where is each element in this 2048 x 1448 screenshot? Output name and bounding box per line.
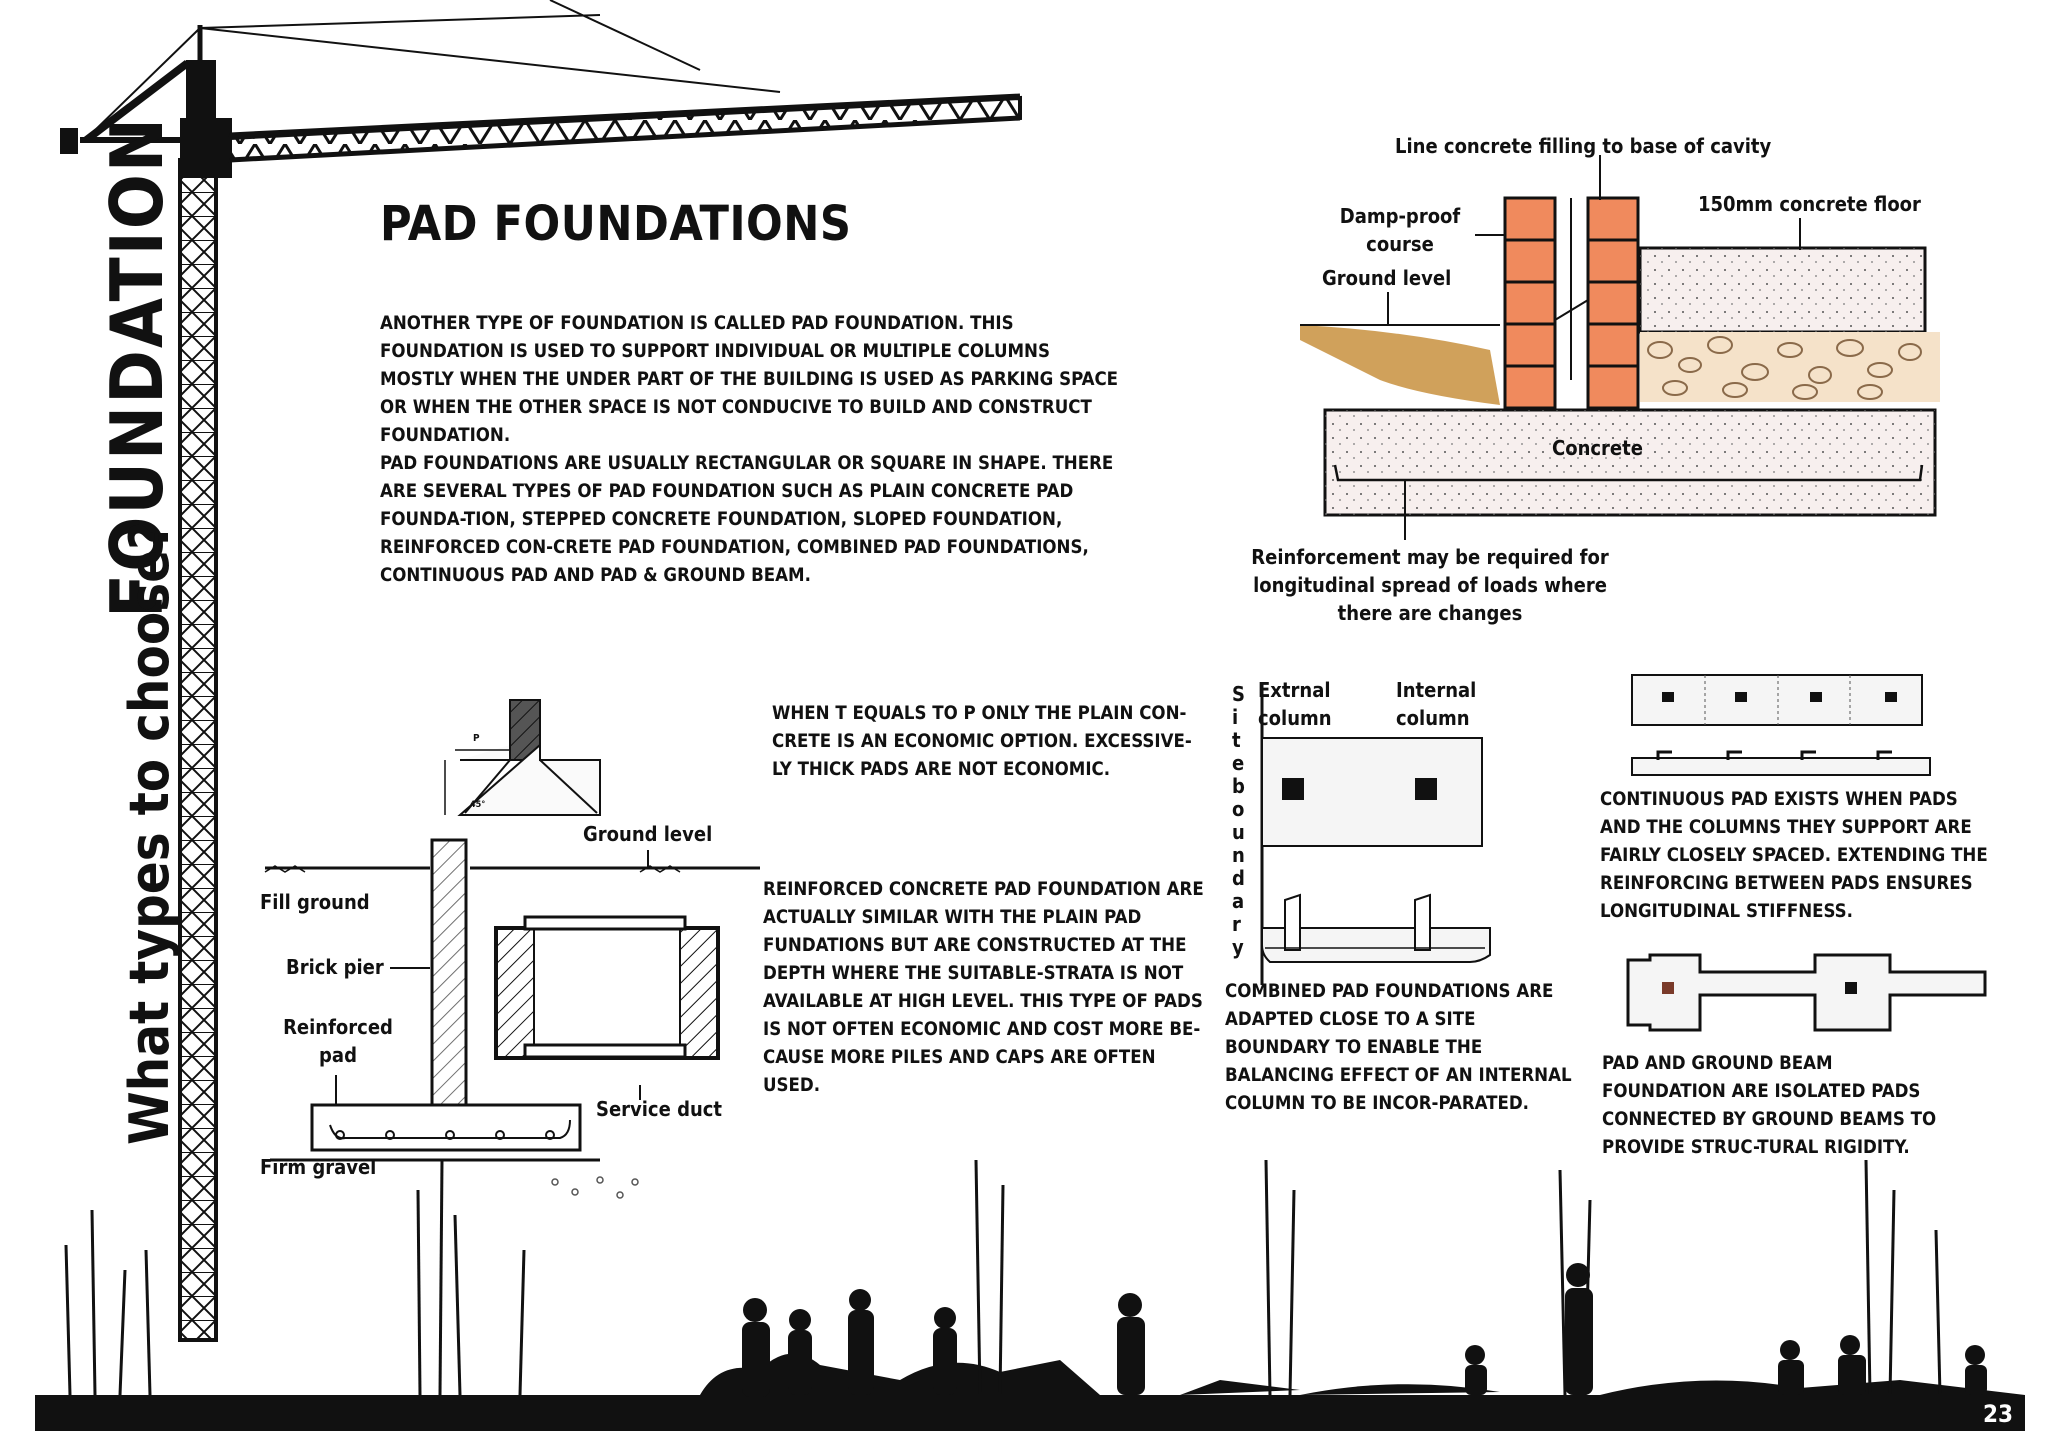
internal-column-label: Internal column (1396, 678, 1477, 730)
combined-pad-diagram (1260, 682, 1491, 985)
side-subtitle: What types to choose? (118, 521, 181, 1145)
intro-paragraph-2: PAD FOUNDATIONS ARE USUALLY RECTANGULAR … (380, 453, 1114, 586)
external-column-label: Extrnal column (1258, 678, 1332, 730)
silhouette-workers (35, 1159, 2025, 1431)
cavity-label: Line concrete filling to base of cavity (1395, 134, 1772, 158)
dpc-label: Damp-proof course (1339, 204, 1461, 256)
wall-section-diagram (1300, 155, 1940, 540)
page-number-box (1970, 1395, 2025, 1431)
service-duct-label: Service duct (596, 1097, 723, 1121)
ground-level-label: Ground level (1322, 266, 1452, 290)
combined-text: COMBINED PAD FOUNDATIONS ARE ADAPTED CLO… (1225, 981, 1572, 1114)
dim-p-label: P (473, 733, 480, 744)
intro-paragraph-1: ANOTHER TYPE OF FOUNDATION IS CALLED PAD… (380, 313, 1119, 446)
reinforcement-label: Reinforcement may be required for longit… (1251, 545, 1609, 625)
site-boundary-label: Siteboundary (1232, 682, 1245, 959)
page-number: 23 (1982, 1400, 2014, 1428)
section-ground-level: Ground level (583, 822, 713, 846)
continuous-text: CONTINUOUS PAD EXISTS WHEN PADS AND THE … (1600, 789, 1988, 922)
reinforced-text: REINFORCED CONCRETE PAD FOUNDATION ARE A… (763, 879, 1204, 1096)
ground-beam-text: PAD AND GROUND BEAM FOUNDATION ARE ISOLA… (1602, 1053, 1937, 1158)
concrete-label: Concrete (1552, 436, 1643, 460)
brick-pier-label: Brick pier (286, 955, 384, 979)
crane-icon (60, 0, 1022, 1342)
continuous-pad-diagram (1631, 674, 1931, 776)
floor-label: 150mm concrete floor (1698, 192, 1921, 216)
reinforced-pad-label: Reinforced pad (283, 1015, 393, 1067)
section-diagram (264, 838, 760, 1199)
ground-beam-diagram (1626, 953, 1987, 1150)
firm-gravel-label: Firm gravel (260, 1155, 377, 1179)
plain-pad-text: WHEN T EQUALS TO P ONLY THE PLAIN CON-CR… (772, 703, 1192, 780)
fill-ground-label: Fill ground (260, 890, 370, 914)
dim-angle-label: 45° (470, 800, 486, 810)
plain-pad-diagram (444, 699, 601, 816)
page-title: PAD FOUNDATIONS (380, 196, 852, 252)
